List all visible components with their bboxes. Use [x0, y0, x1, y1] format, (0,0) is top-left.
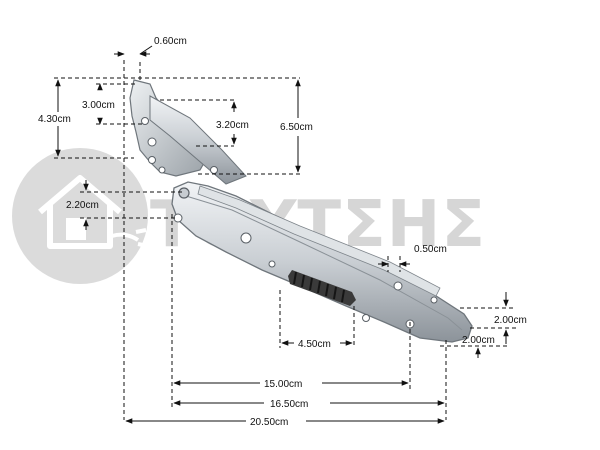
dim-total-height: 6.50cm: [280, 122, 313, 133]
dimension-lines: [54, 45, 516, 424]
hinge-main-arm: [171, 181, 473, 343]
house-plug-icon: [38, 175, 149, 249]
dim-spring-slot-length: 4.50cm: [298, 339, 331, 350]
spring-coil: [288, 270, 356, 306]
arm-holes: [173, 166, 438, 329]
watermark-logo-circle: [12, 148, 148, 284]
dim-slot-width: 0.50cm: [414, 244, 447, 255]
dim-pivot-offset: 2.20cm: [66, 200, 99, 211]
dimension-labels: 0.60cm 3.00cm 4.30cm 3.20cm 6.50cm 2.20c…: [38, 36, 527, 428]
dim-tip-lower-height: 2.00cm: [462, 335, 495, 346]
hinge-top-channel: [197, 185, 441, 297]
dim-top-tab-width: 0.60cm: [154, 36, 187, 47]
dim-length-arm: 16.50cm: [270, 399, 308, 410]
dim-length-to-hole: 15.00cm: [264, 379, 302, 390]
hinge-upper-arm: [149, 95, 247, 185]
hinge-arm-edge: [185, 195, 463, 331]
bracket-holes: [141, 117, 166, 174]
dim-inner-height: 3.20cm: [216, 120, 249, 131]
dim-upper-notch-height: 3.00cm: [82, 100, 115, 111]
hinge-part: [129, 79, 473, 343]
dim-left-height: 4.30cm: [38, 114, 71, 125]
dim-total-length: 20.50cm: [250, 417, 288, 428]
pivot-rivet: [178, 187, 190, 199]
dim-tip-upper-height: 2.00cm: [494, 315, 527, 326]
